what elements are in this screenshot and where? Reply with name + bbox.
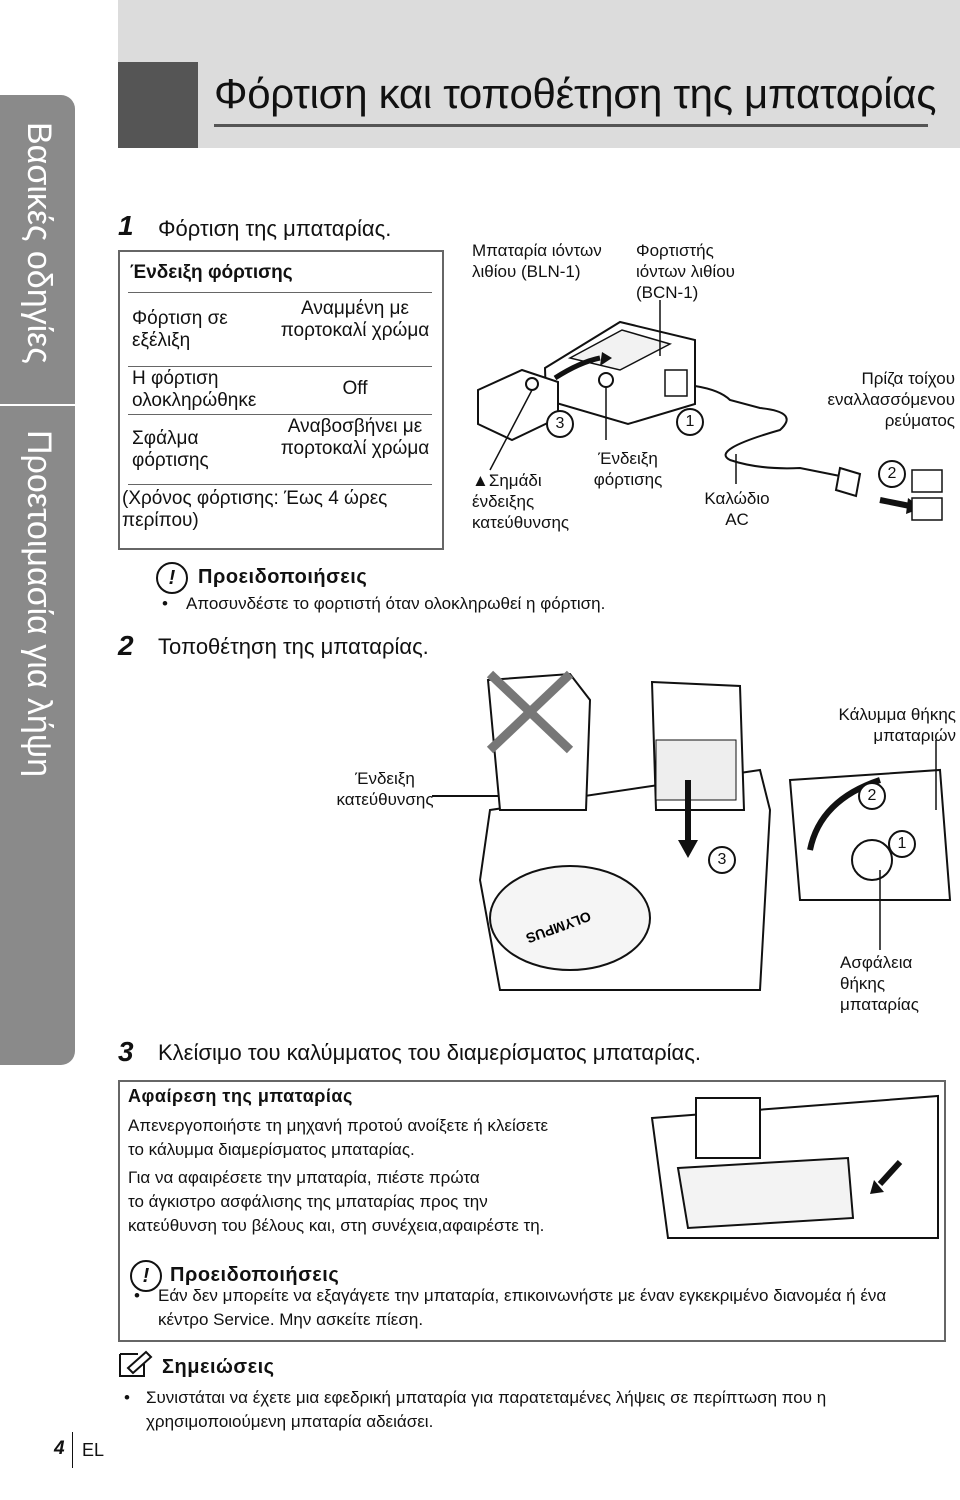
step1-number: 1 (118, 210, 134, 241)
step-marker-3: 3 (546, 410, 574, 438)
row1-indicator: Αναμμένη με πορτοκαλί χρώμα (280, 298, 430, 341)
step2-number: 2 (118, 630, 134, 661)
row2-status: Η φόρτιση ολοκληρώθηκε (132, 368, 257, 411)
caution-icon: ! (156, 562, 188, 594)
side-tab (0, 95, 75, 1065)
insert-arrow-icon (553, 355, 601, 381)
row1-status: Φόρτιση σε εξέλιξη (132, 308, 228, 351)
header-band (118, 0, 960, 148)
charge-indicator-label: Ένδειξη φόρτισης (593, 449, 663, 489)
insert-step-3: 3 (708, 846, 736, 874)
page-number: 4 (54, 1438, 65, 1459)
step1-text: Φόρτιση της μπαταρίας. (158, 216, 392, 241)
row2-indicator: Off (342, 378, 368, 399)
notes-heading: Σημειώσεις (162, 1356, 275, 1378)
plug-arrow-icon (879, 497, 911, 509)
removal-line-3: Για να αφαιρέσετε την μπαταρία, πιέστε π… (128, 1168, 480, 1187)
caution-bullet: • (134, 1286, 140, 1305)
removal-heading: Αφαίρεση της μπαταρίας (128, 1086, 353, 1106)
indicator-heading: Ένδειξη φόρτισης (130, 262, 293, 283)
note-item-1: Συνιστάται να έχετε μια εφεδρική μπαταρί… (146, 1388, 827, 1431)
removal-illustration (650, 1094, 939, 1239)
direction-mark-label: ▲Σημάδι ένδειξης κατεύθυνσης (472, 471, 570, 532)
page-title: Φόρτιση και τοποθέτηση της μπαταρίας (214, 70, 937, 117)
removal-line-1: Απενεργοποιήστε τη μηχανή προτού ανοίξετ… (128, 1116, 549, 1135)
battery-lock-icon (851, 839, 893, 881)
wrong-battery-icon (486, 672, 592, 811)
header-accent (118, 62, 198, 148)
charger-label: Φορτιστής ιόντων λιθίου (BCN-1) (636, 241, 735, 302)
cover-step-1: 1 (888, 830, 916, 858)
title-underline (214, 124, 928, 127)
removal-line-2: το κάλυμμα διαμερίσματος μπαταρίας. (128, 1140, 415, 1159)
language-code: EL (82, 1440, 105, 1460)
wall-outlet-label: Πρίζα τοίχου εναλλασσόμενου ρεύματος (827, 369, 955, 430)
note-pencil-icon (119, 1350, 153, 1377)
cover-step-2: 2 (858, 782, 886, 810)
ac-cable-label: Καλώδιο AC (704, 489, 770, 529)
battery-icon (477, 368, 559, 442)
table-rule (128, 366, 432, 367)
open-cover-icon (695, 1097, 761, 1159)
direction-callout-line (432, 795, 532, 797)
battery-removal-box: Αφαίρεση της μπαταρίας Απενεργοποιήστε τ… (118, 1080, 946, 1342)
table-rule (128, 484, 432, 485)
step-marker-1: 1 (676, 408, 704, 436)
caution-bullet: • (162, 594, 168, 613)
charger-illustration (477, 300, 943, 521)
latch-arrow-icon (877, 1159, 903, 1187)
camera-illustration: OLYMPUS (478, 670, 952, 991)
removal-line-4: το άγκιστρο ασφάλισης της μπαταρίας προς… (128, 1192, 488, 1211)
removal-caution-item-1: Εάν δεν μπορείτε να εξαγάγετε την μπαταρ… (158, 1286, 887, 1329)
step-marker-2: 2 (878, 460, 906, 488)
caution-icon: ! (130, 1260, 162, 1292)
row3-status: Σφάλμα φόρτισης (132, 428, 209, 471)
plug-icon (834, 466, 862, 498)
battery-label: Μπαταρία ιόντων λιθίου (BLN-1) (472, 241, 602, 281)
removal-cautions-heading: Προειδοποιήσεις (170, 1264, 340, 1286)
battery-cover-inset (788, 768, 952, 901)
lens-mount-icon (489, 865, 651, 971)
cautions-heading: Προειδοποιήσεις (198, 566, 368, 588)
charging-time: (Χρόνος φόρτισης: Έως 4 ώρες περίπου) (122, 488, 388, 531)
table-rule (128, 414, 432, 415)
charge-indicator-table: Ένδειξη φόρτισης Φόρτιση σε εξέλιξη Αναμ… (118, 250, 444, 550)
side-tab-label-basics[interactable]: Βασικές οδηγίες (20, 122, 58, 364)
note-bullet: • (124, 1388, 130, 1407)
footer-divider (72, 1432, 73, 1468)
direction-indicator-label: Ένδειξη κατεύθυνσης (336, 769, 434, 809)
battery-cover-label: Κάλυμμα θήκης μπαταριών (838, 705, 956, 745)
ac-cable-icon (694, 385, 841, 477)
battery-slot-icon (676, 1156, 855, 1230)
wall-outlet-icon (911, 469, 943, 521)
side-tab-label-preparation[interactable]: Προετοιμασία για λήψη (20, 430, 58, 777)
table-rule (128, 292, 432, 293)
removal-line-5: κατεύθυνση του βέλους και, στη συνέχεια,… (128, 1216, 545, 1235)
row3-indicator: Αναβοσβήνει με πορτοκαλί χρώμα (280, 416, 430, 459)
caution-item-1: Αποσυνδέστε το φορτιστή όταν ολοκληρωθεί… (186, 594, 606, 613)
step3-number: 3 (118, 1036, 134, 1067)
battery-lock-label: Ασφάλεια θήκης μπαταρίας (840, 953, 919, 1014)
side-tab-divider (0, 404, 75, 406)
step3-text: Κλείσιμο του καλύμματος του διαμερίσματο… (158, 1040, 701, 1065)
step2-text: Τοποθέτηση της μπαταρίας. (158, 634, 429, 659)
